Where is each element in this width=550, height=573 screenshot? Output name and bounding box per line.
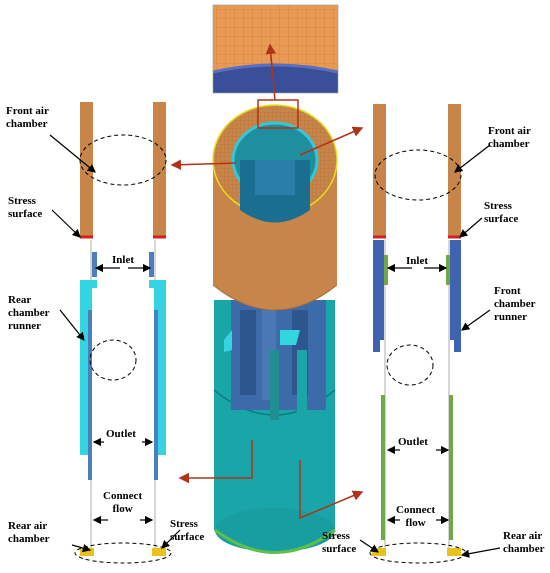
center-arrows	[170, 126, 364, 520]
left-stress-surface-bottom-label: Stress surface	[170, 518, 205, 543]
left-rear-air-chamber-label: Rear air chamber	[8, 520, 50, 545]
right-section	[369, 104, 467, 564]
left-front-air-chamber-label: Front air chamber	[6, 105, 49, 130]
left-rear-chamber-runner-label: Rear chamber runner	[8, 294, 50, 332]
mesh-inset	[212, 4, 339, 101]
right-front-chamber-runner-label: Front chamber runner	[494, 285, 536, 323]
zoom-arrow	[265, 43, 277, 101]
left-inlet-label: Inlet	[112, 254, 134, 266]
center-3d-model	[212, 99, 338, 554]
right-inlet-label: Inlet	[406, 255, 428, 267]
right-rear-air-chamber-label: Rear air chamber	[503, 530, 545, 555]
right-pointers	[359, 144, 501, 558]
left-pointers	[49, 134, 181, 553]
right-outlet-label: Outlet	[398, 436, 428, 448]
left-stress-surface-top-label: Stress surface	[8, 195, 43, 220]
left-section	[74, 102, 172, 564]
right-stress-surface-top-label: Stress surface	[484, 200, 519, 225]
left-outlet-label: Outlet	[106, 428, 136, 440]
left-connect-flow-label: Connect flow	[103, 490, 143, 515]
right-front-air-chamber-label: Front air chamber	[488, 125, 531, 150]
right-connect-flow-label: Connect flow	[396, 504, 436, 529]
right-stress-surface-bottom-label: Stress surface	[322, 530, 357, 555]
